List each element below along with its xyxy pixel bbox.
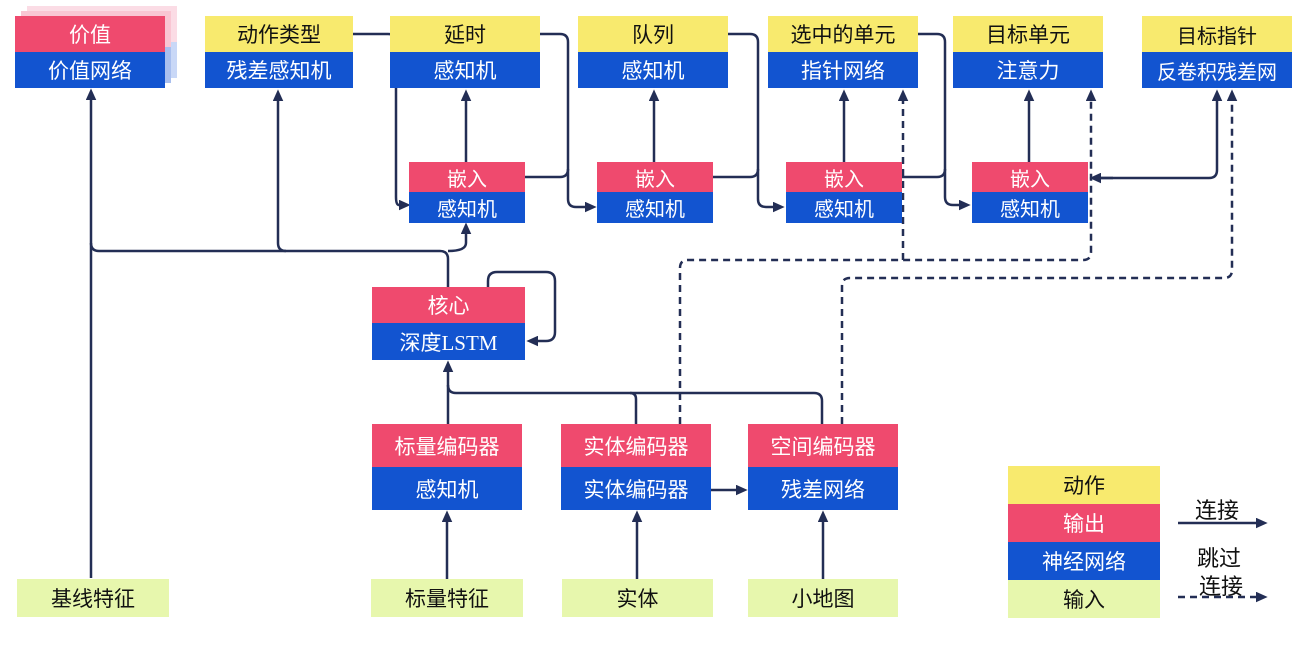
- edge-queue-to-embed-3: [728, 32, 785, 213]
- skip-edge-entity-encoder: [678, 89, 1097, 424]
- edge-embed-2-merge: [713, 168, 760, 179]
- node-target-point: 目标指针反卷积残差网: [1142, 16, 1292, 88]
- node-embed-3-head-label: 嵌入: [786, 162, 902, 192]
- node-entities-label: 实体: [562, 579, 713, 617]
- node-core-head-label: 核心: [372, 287, 525, 323]
- legend-item-output: 输出: [1008, 504, 1160, 542]
- edge-embed-1-merge: [525, 168, 570, 179]
- edge-selected-units-to-embed-4: [918, 32, 971, 211]
- legend-item-action: 动作: [1008, 466, 1160, 504]
- node-value: 价值价值网络: [15, 6, 177, 88]
- node-queue: 队列感知机: [578, 16, 728, 88]
- node-baseline-features-label: 基线特征: [17, 579, 169, 617]
- edge-core-self-loop: [486, 270, 557, 347]
- node-minimap: 小地图: [748, 579, 898, 617]
- node-embed-2: 嵌入感知机: [597, 162, 713, 223]
- node-embed-3: 嵌入感知机: [786, 162, 902, 223]
- node-embed-2-network-label: 感知机: [597, 192, 713, 223]
- node-entity-encoder: 实体编码器实体编码器: [561, 424, 711, 510]
- node-delay-head-label: 延时: [390, 16, 540, 52]
- node-action-type-head-label: 动作类型: [205, 16, 353, 52]
- node-spatial-encoder-head-label: 空间编码器: [748, 424, 898, 467]
- node-scalar-features: 标量特征: [371, 579, 523, 617]
- node-selected-units-head-label: 选中的单元: [768, 16, 918, 52]
- node-queue-network-label: 感知机: [578, 52, 728, 88]
- node-core-network-label: 深度LSTM: [372, 323, 525, 360]
- node-selected-units: 选中的单元指针网络: [768, 16, 918, 88]
- node-scalar-features-label: 标量特征: [371, 579, 523, 617]
- node-core: 核心深度LSTM: [372, 287, 525, 360]
- node-value-network-label: 价值网络: [15, 52, 165, 88]
- node-embed-4: 嵌入感知机: [972, 162, 1088, 223]
- edge-embed-3-merge: [902, 168, 947, 179]
- edge-delay-to-embed-2: [540, 32, 597, 213]
- node-embed-3-network-label: 感知机: [786, 192, 902, 223]
- edge-embed-4-to-target-point: [1100, 89, 1223, 180]
- legend-skip-label-line2: 连接: [1198, 574, 1243, 599]
- skip-edge-spatial-encoder: [840, 89, 1238, 424]
- node-entities: 实体: [562, 579, 713, 617]
- node-minimap-label: 小地图: [748, 579, 898, 617]
- node-action-type-network-label: 残差感知机: [205, 52, 353, 88]
- node-entity-encoder-head-label: 实体编码器: [561, 424, 711, 467]
- edge-entity-encoder-to-bus: [629, 391, 638, 424]
- node-embed-4-head-label: 嵌入: [972, 162, 1088, 192]
- legend-item-input: 输入: [1008, 580, 1160, 618]
- node-scalar-encoder: 标量编码器感知机: [372, 424, 522, 510]
- legend: 动作 输出 神经网络 输入: [1008, 466, 1160, 618]
- node-spatial-encoder: 空间编码器残差网络: [748, 424, 898, 510]
- node-scalar-encoder-network-label: 感知机: [372, 467, 522, 510]
- node-target-unit-network-label: 注意力: [953, 52, 1103, 88]
- node-delay: 延时感知机: [390, 16, 540, 88]
- node-embed-2-head-label: 嵌入: [597, 162, 713, 192]
- edge-core-to-bus-left: [89, 242, 450, 287]
- node-target-point-head-label: 目标指针: [1142, 16, 1292, 52]
- node-embed-4-network-label: 感知机: [972, 192, 1088, 223]
- node-queue-head-label: 队列: [578, 16, 728, 52]
- node-target-unit: 目标单元注意力: [953, 16, 1103, 88]
- node-value-head-label: 价值: [15, 16, 165, 52]
- node-scalar-encoder-head-label: 标量编码器: [372, 424, 522, 467]
- edge-bus-to-action-type: [272, 89, 287, 253]
- legend-skip-label-line1: 跳过: [1196, 546, 1241, 571]
- node-target-unit-head-label: 目标单元: [953, 16, 1103, 52]
- node-entity-encoder-network-label: 实体编码器: [561, 467, 711, 510]
- node-action-type: 动作类型残差感知机: [205, 16, 353, 88]
- edge-bus-to-embed-1: [447, 222, 472, 253]
- node-delay-network-label: 感知机: [390, 52, 540, 88]
- node-embed-1: 嵌入感知机: [409, 162, 525, 223]
- node-embed-1-network-label: 感知机: [409, 192, 525, 223]
- node-target-point-network-label: 反卷积残差网: [1142, 52, 1292, 88]
- edge-encoder-bus: [446, 384, 824, 424]
- legend-item-network: 神经网络: [1008, 542, 1160, 580]
- node-selected-units-network-label: 指针网络: [768, 52, 918, 88]
- node-spatial-encoder-network-label: 残差网络: [748, 467, 898, 510]
- node-baseline-features: 基线特征: [17, 579, 169, 617]
- node-embed-1-head-label: 嵌入: [409, 162, 525, 192]
- legend-connection-label: 连接: [1194, 498, 1239, 523]
